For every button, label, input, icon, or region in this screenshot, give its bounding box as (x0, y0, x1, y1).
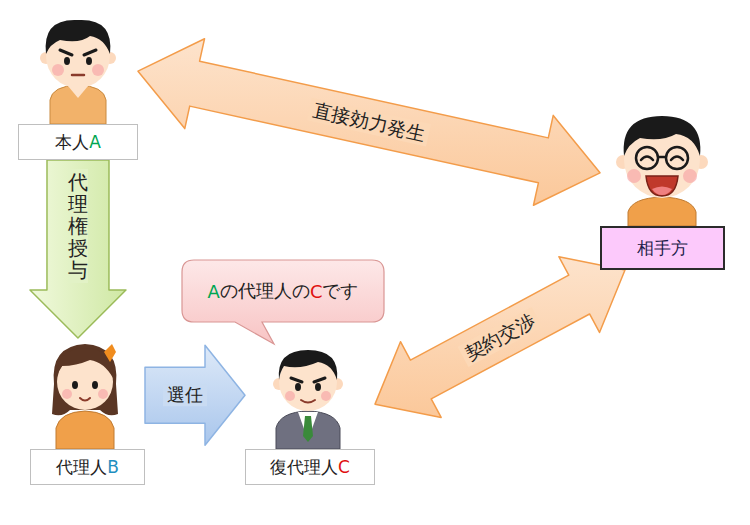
eyebrow (314, 378, 325, 382)
mouth (646, 176, 678, 196)
block-arrow (30, 160, 126, 338)
mouth (72, 74, 84, 77)
text-run: の代理人の (220, 279, 310, 303)
shirt (628, 197, 696, 226)
hair (624, 116, 701, 156)
person-figure (52, 344, 118, 449)
eye (64, 57, 70, 65)
eyebrow (291, 378, 302, 382)
name-label: 復代理人C (245, 449, 375, 485)
eye (86, 57, 92, 65)
person-node: 代理人B (30, 338, 145, 485)
hair-clip (104, 344, 116, 362)
hair (279, 350, 338, 380)
bubble-shape (182, 260, 384, 344)
cheek (62, 389, 72, 399)
text-run: です (322, 279, 358, 303)
text-run: 本人 (55, 131, 89, 154)
cheek (98, 389, 108, 399)
text-run: C (310, 281, 323, 302)
eye (641, 157, 653, 161)
arrow-label: 代理権授与 (68, 169, 88, 283)
block-arrow (138, 39, 600, 206)
shirt (50, 85, 106, 124)
suit (276, 411, 340, 449)
cheek (627, 169, 641, 183)
glasses (666, 147, 688, 169)
person-node: 復代理人C (245, 338, 375, 485)
cheek (683, 169, 697, 183)
eye (315, 383, 321, 391)
text-run: B (107, 457, 119, 477)
glasses-bridge (658, 156, 666, 159)
arrow-label: 契約交渉 (458, 307, 543, 367)
cheek (285, 391, 295, 401)
hair (46, 20, 111, 54)
cheek (92, 64, 104, 76)
text-run: 相手方 (637, 237, 688, 260)
block-arrow (145, 345, 245, 445)
name-label: 相手方 (600, 226, 725, 270)
block-arrow (375, 257, 625, 418)
arrow-label: 直接効力発生 (307, 98, 431, 146)
glasses (636, 147, 658, 169)
mouth (301, 400, 315, 403)
person-figure (616, 116, 708, 226)
shirt (56, 411, 114, 449)
person-figure (40, 20, 116, 124)
speech-bubble: Aの代理人のCです (182, 260, 384, 322)
eye (295, 383, 301, 391)
eye (92, 381, 98, 389)
cheek (321, 391, 331, 401)
tongue (652, 187, 672, 196)
name-label: 本人A (18, 124, 138, 160)
text-run: C (338, 457, 350, 477)
name-label: 代理人B (30, 449, 145, 485)
text-run: 復代理人 (270, 456, 338, 479)
mouth (80, 398, 90, 401)
person-figure (273, 350, 343, 449)
eye (72, 381, 78, 389)
bubble-text: Aの代理人のCです (182, 260, 384, 322)
cheek (52, 64, 64, 76)
person-node: 相手方 (600, 108, 725, 270)
tie (303, 416, 313, 442)
person-node: 本人A (18, 12, 138, 160)
eyebrow (84, 50, 96, 55)
arrow-label: 選任 (163, 385, 207, 407)
eyebrow (60, 50, 72, 55)
hair (52, 344, 118, 415)
text-run: 代理人 (56, 456, 107, 479)
text-run: A (89, 132, 101, 152)
eye (671, 157, 683, 161)
text-run: A (208, 281, 220, 302)
